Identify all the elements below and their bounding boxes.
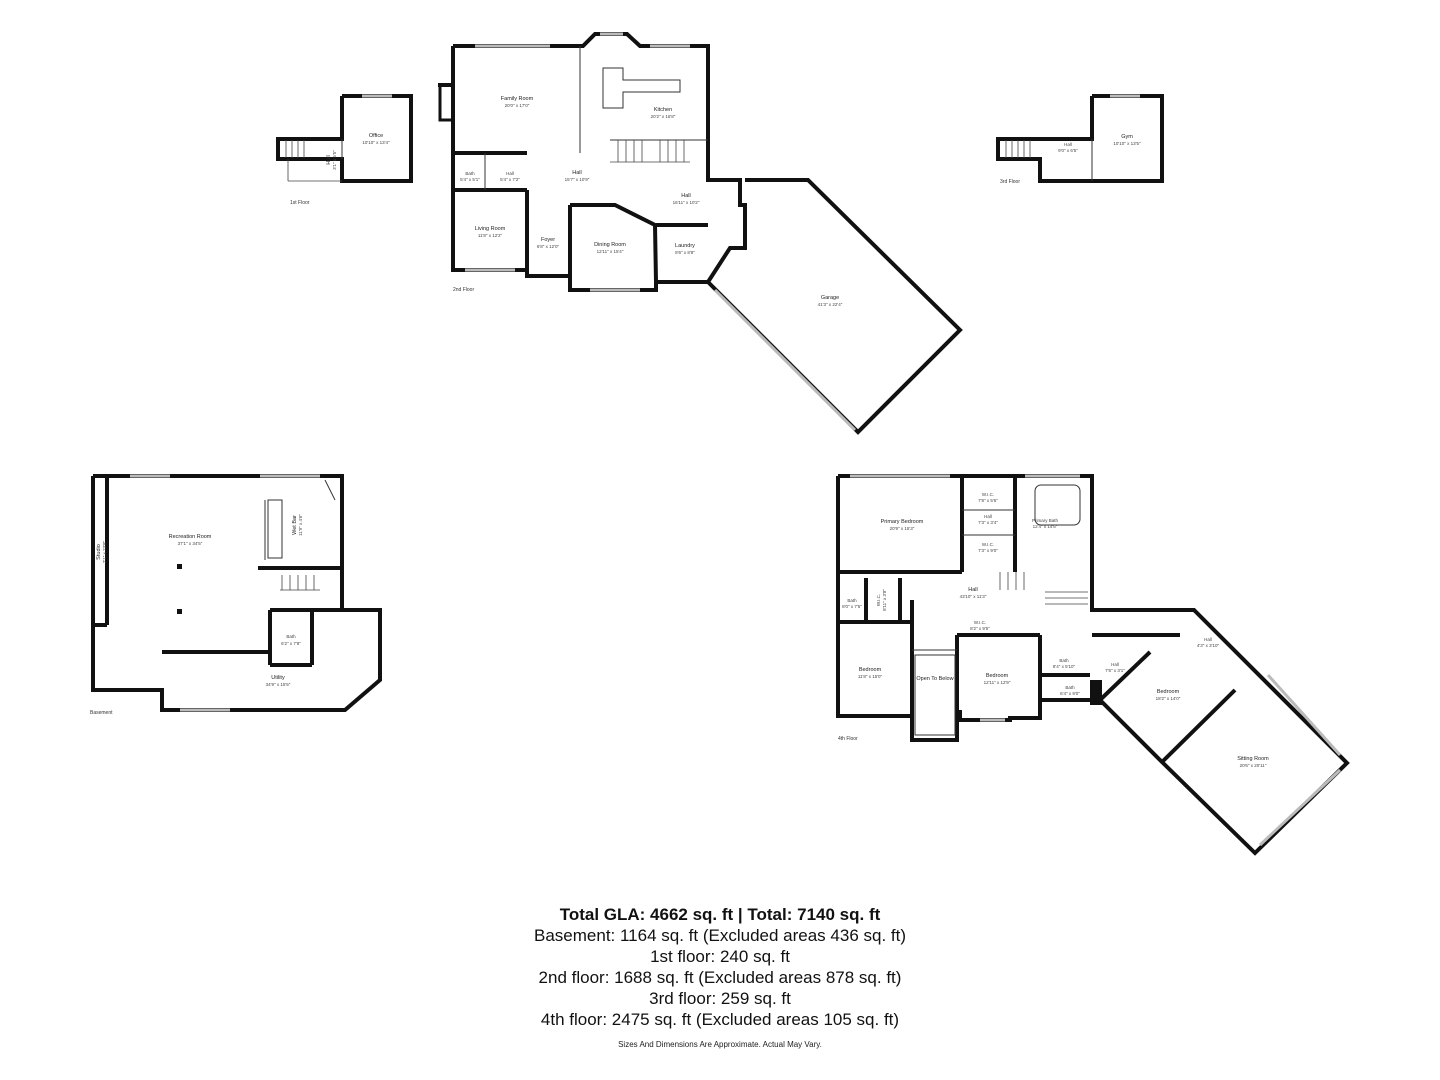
room-name: Hall [1111, 662, 1119, 667]
room-name: Bath [1059, 658, 1069, 663]
stairs-basement [280, 575, 320, 591]
summary-basement: Basement: 1164 sq. ft (Excluded areas 43… [534, 926, 906, 945]
room-name: Hall [326, 155, 332, 164]
room-name: Hall [984, 514, 992, 519]
room-name: Hall [506, 171, 514, 176]
floor-plan-drawing: Office 10'10" x 13'4" Hall 3'1" x 5'5" 1… [90, 32, 1350, 856]
room-name: Bath [1065, 685, 1075, 690]
room-name: W.I.C. [982, 492, 994, 497]
room-name: Utility [271, 675, 285, 681]
room-name: Primary Bath [1032, 518, 1059, 523]
room-name: Kitchen [654, 107, 672, 113]
room-dims: 2'1" x 23'8" [102, 541, 107, 564]
room-dims: 6'4" x 9'0" [1060, 691, 1080, 696]
floor-label: 3rd Floor [1000, 179, 1020, 185]
room-dims: 20'6" x 20'11" [1240, 763, 1267, 768]
room-name: Studio [96, 544, 102, 560]
room-name: Wet Bar [292, 515, 298, 535]
room-dims: 8'6" x 8'8" [675, 250, 695, 255]
room-name: Family Room [501, 96, 534, 102]
room-dims: 12'11" x 15'4" [597, 249, 624, 254]
room-name: Laundry [675, 243, 695, 249]
room-name: Hall [968, 587, 977, 593]
total-gla: Total GLA: 4662 sq. ft | Total: 7140 sq.… [559, 905, 881, 924]
room-name: Bath [286, 634, 296, 639]
room-dims: 8'4" x 5'10" [1053, 664, 1076, 669]
room-name: Office [369, 133, 383, 139]
room-name: W.I.C. [876, 594, 881, 606]
room-dims: 3'1" x 5'5" [332, 150, 337, 170]
room-name: Sitting Room [1237, 756, 1269, 762]
room-dims: 12'4" x 14'6" [1033, 524, 1058, 529]
room-dims: 10'10" x 13'4" [362, 140, 390, 145]
room-dims: 20'2" x 16'8" [651, 114, 676, 119]
room-name: Hall [1064, 142, 1072, 147]
room-dims: 37'1" x 34'5" [178, 541, 203, 546]
summary-fourth-floor: 4th floor: 2475 sq. ft (Excluded areas 1… [540, 1010, 900, 1029]
stairs-third [1005, 140, 1031, 158]
room-dims: 6'2" x 7'8" [281, 641, 301, 646]
room-name: W.I.C. [982, 542, 994, 547]
room-name: Hall [1204, 637, 1212, 642]
room-dims: 5'4" x 5'1" [460, 177, 480, 182]
room-name: Foyer [541, 237, 555, 243]
room-name: Bath [465, 171, 475, 176]
room-dims: 41'3" x 22'4" [818, 302, 843, 307]
room-dims: 11'8" x 15'0" [858, 674, 883, 679]
floor-label: 2nd Floor [453, 287, 474, 293]
room-name: Hall [681, 193, 690, 199]
room-dims: 9'0" x 6'5" [1058, 148, 1078, 153]
floor-plan-first: Office 10'10" x 13'4" Hall 3'1" x 5'5" 1… [276, 94, 413, 206]
room-dims: 7'3" x 3'4" [978, 520, 998, 525]
room-dims: 16'11" x 10'2" [673, 200, 700, 205]
room-dims: 5'4" x 7'2" [500, 177, 520, 182]
room-name: Living Room [475, 226, 506, 232]
room-dims: 6'8" x 12'0" [537, 244, 560, 249]
summary-first-floor: 1st floor: 240 sq. ft [650, 947, 790, 966]
room-name: Hall [572, 170, 581, 176]
floor-label: 1st Floor [290, 200, 310, 206]
summary-second-floor: 2nd floor: 1688 sq. ft (Excluded areas 8… [538, 968, 902, 987]
room-name: Primary Bedroom [881, 519, 924, 525]
room-dims: 11'8" x 12'2" [478, 233, 503, 238]
room-dims: 8'0" x 7'5" [842, 604, 862, 609]
room-name: Bedroom [1157, 689, 1180, 695]
floor-plan-second: Family Room 20'0" x 17'0" Kitchen 20'2" … [438, 32, 963, 435]
room-dims: 10'10" x 13'5" [1113, 141, 1141, 146]
room-dims: 8'11" x 3'8" [882, 589, 887, 611]
room-dims: 7'5" x 3'1" [1105, 668, 1125, 673]
floor-plan-fourth: Primary Bedroom 20'9" x 15'3" W.I.C. 7'8… [836, 474, 1350, 856]
floor-label: Basement [90, 710, 113, 716]
room-name: W.I.C. [974, 620, 986, 625]
room-dims: 20'0" x 17'0" [505, 103, 530, 108]
room-dims: 34'9" x 15'5" [266, 682, 291, 687]
room-dims: 4'3" x 3'10" [1197, 643, 1220, 648]
stairs-second [610, 140, 690, 163]
stairs-first [285, 140, 342, 182]
room-name: Garage [821, 295, 839, 301]
room-name: Open To Below [916, 676, 953, 682]
room-dims: 11'9" x 4'6" [298, 514, 303, 536]
room-name: Recreation Room [169, 534, 212, 540]
room-dims: 7'8" x 5'6" [978, 498, 998, 503]
room-name: Gym [1121, 134, 1133, 140]
disclaimer: Sizes And Dimensions Are Approximate. Ac… [618, 1040, 822, 1049]
room-dims: 7'3" x 9'0" [978, 548, 998, 553]
room-dims: 43'10" x 11'3" [960, 594, 987, 599]
room-name: Bath [847, 598, 857, 603]
room-dims: 8'2" x 9'5" [970, 626, 990, 631]
room-dims: 12'11" x 12'9" [984, 680, 1011, 685]
summary-third-floor: 3rd floor: 259 sq. ft [649, 989, 791, 1008]
room-name: Dining Room [594, 242, 626, 248]
stairs-fourth [999, 572, 1088, 605]
floor-label: 4th Floor [838, 736, 858, 742]
floor-plan-basement: Recreation Room 37'1" x 34'5" Wet Bar 11… [90, 474, 382, 716]
room-dims: 18'2" x 14'0" [1156, 696, 1181, 701]
area-summary: Total GLA: 4662 sq. ft | Total: 7140 sq.… [0, 904, 1440, 1049]
room-dims: 20'9" x 15'3" [890, 526, 915, 531]
room-dims: 15'7" x 10'9" [565, 177, 590, 182]
room-name: Bedroom [986, 673, 1009, 679]
room-name: Bedroom [859, 667, 882, 673]
floor-plan-third: Hall 9'0" x 6'5" Gym 10'10" x 13'5" 3rd … [996, 94, 1164, 185]
